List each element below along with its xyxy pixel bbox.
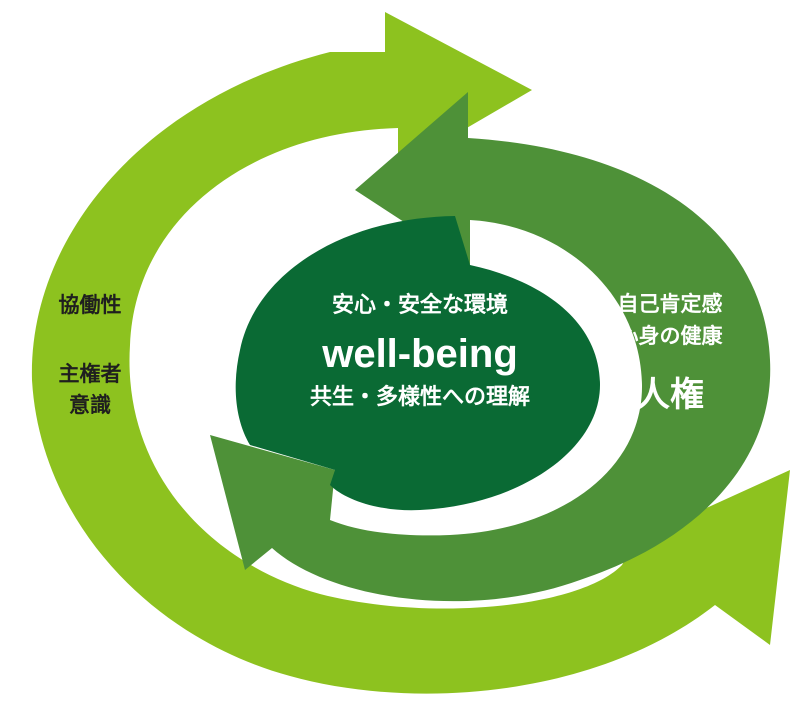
center-line-safe-environment: 安心・安全な環境 (331, 293, 508, 318)
left-label-cooperation: 協働性 (58, 293, 122, 317)
left-label-sovereign: 主権者 (58, 362, 122, 386)
right-label-human-rights: 人権 (636, 375, 704, 415)
left-label-awareness: 意識 (69, 393, 111, 417)
inner-cycle-arrow (210, 92, 771, 602)
right-label-health: 心身の健康 (617, 324, 723, 348)
center-line-coexistence: 共生・多様性への理解 (309, 385, 530, 410)
center-disk (235, 216, 600, 511)
center-wellbeing-title: well-being (322, 332, 518, 376)
right-label-self-esteem: 自己肯定感 (617, 292, 723, 316)
